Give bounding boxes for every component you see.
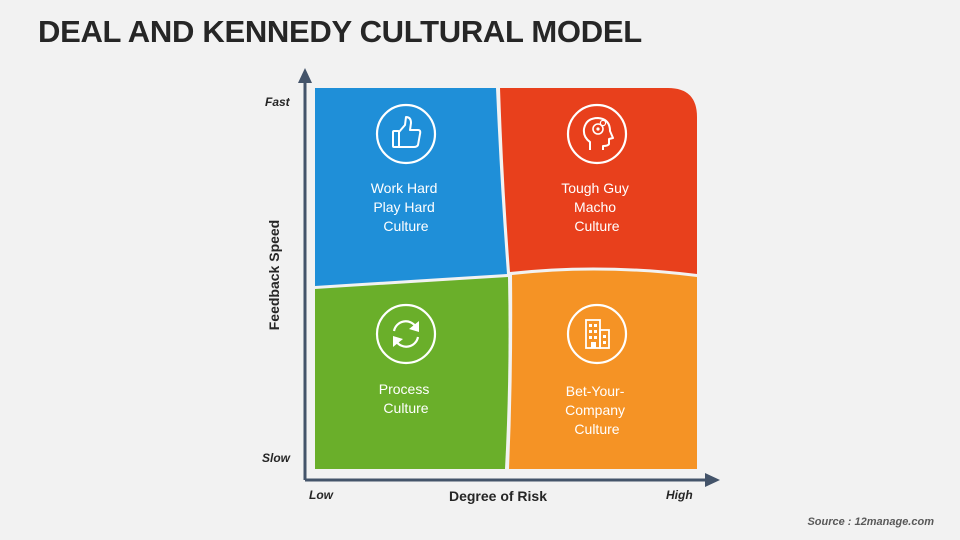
page-title: DEAL AND KENNEDY CULTURAL MODEL (38, 14, 642, 49)
quadrant-label-work-hard-play-hard: Work Hard Play Hard Culture (371, 180, 442, 234)
quadrant-tough-guy-macho (500, 88, 697, 274)
x-axis-high-label: High (666, 488, 693, 502)
label-line: Macho (574, 199, 616, 215)
thumbs-up-icon (375, 103, 437, 165)
label-line: Culture (574, 421, 619, 437)
y-axis-low-label: Slow (262, 451, 291, 465)
y-axis (298, 68, 312, 480)
x-axis-title: Degree of Risk (449, 488, 547, 504)
quadrant-process (315, 277, 509, 469)
label-line: Culture (383, 400, 428, 416)
refresh-cycle-icon (375, 303, 437, 365)
source-credit: Source : 12manage.com (807, 516, 934, 528)
quadrant-bet-your-company (509, 270, 697, 469)
label-line: Tough Guy (561, 180, 629, 196)
label-line: Company (565, 402, 625, 418)
label-line: Culture (574, 218, 619, 234)
label-line: Play Hard (373, 199, 434, 215)
x-axis (305, 473, 720, 487)
label-line: Bet-Your- (566, 383, 625, 399)
head-gears-icon (566, 103, 628, 165)
quadrant-label-tough-guy-macho: Tough Guy Macho Culture (561, 180, 633, 234)
office-building-icon (566, 303, 628, 365)
quadrant-work-hard-play-hard (315, 88, 507, 286)
quadrant-label-bet-your-company: Bet-Your- Company Culture (565, 383, 629, 437)
label-line: Culture (383, 218, 428, 234)
x-axis-low-label: Low (309, 488, 334, 502)
label-line: Work Hard (371, 180, 438, 196)
y-axis-title: Feedback Speed (266, 220, 282, 331)
quadrant-label-process: Process Culture (379, 381, 433, 416)
y-axis-high-label: Fast (265, 95, 291, 109)
label-line: Process (379, 381, 430, 397)
